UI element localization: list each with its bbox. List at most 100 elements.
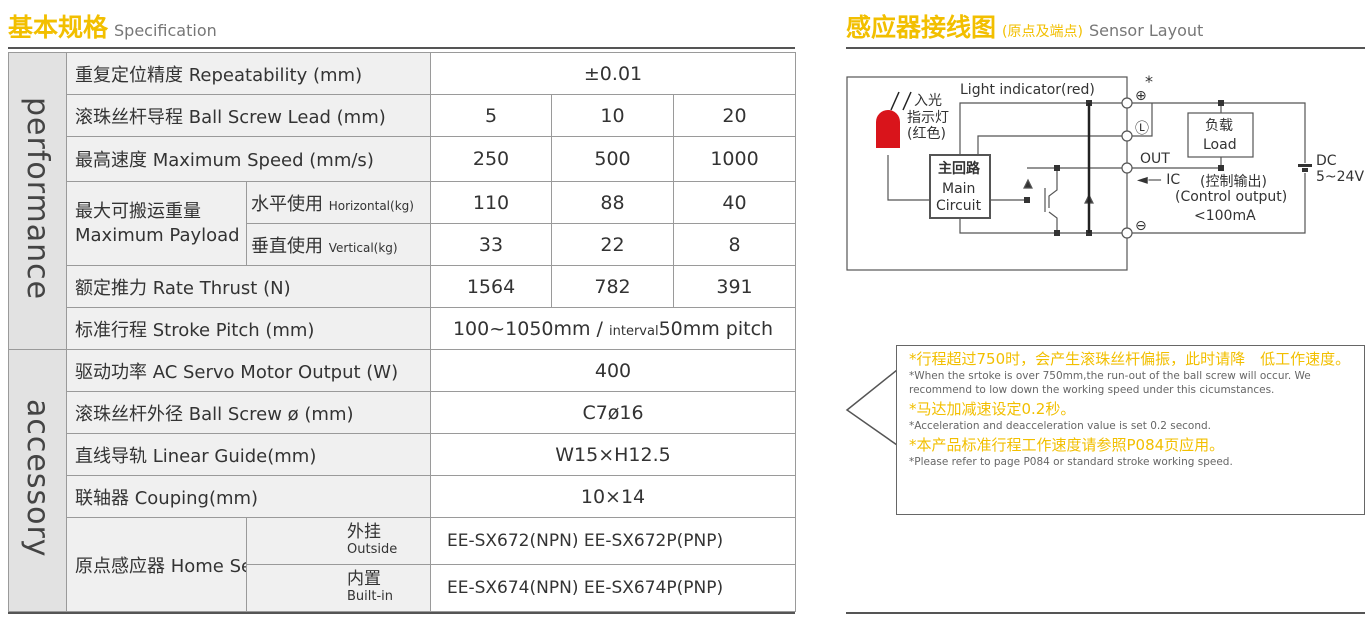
table-cell: 重复定位精度 Repeatability (mm) [66,52,431,95]
table-cell: 10×14 [429,475,797,518]
table-cell: 500 [551,136,674,182]
text-label: Load [1203,137,1237,153]
notes-box: *行程超过750时，会产生滚珠丝杆偏振，此时请降 低工作速度。 *When the… [896,345,1365,515]
red-indicator-light-icon [876,110,900,148]
callout-pointer [845,370,898,446]
text-label: *Please refer to page P084 or standard s… [909,456,1233,468]
text-label: Sensor Layout [1088,21,1204,40]
text-label: <100mA [1194,208,1256,224]
text-label: *马达加减速设定0.2秒。 [909,400,1076,418]
text-label: 外挂 [347,522,381,542]
table-cell: 驱动功率 AC Servo Motor Output (W) [66,349,431,392]
text-label: *行程超过750时，会产生滚珠丝杆偏振，此时请降 低工作速度。 [909,350,1351,368]
text-label: ⊖ [1135,218,1147,234]
layout-title: 感应器接线图 (原点及端点) Sensor Layout [846,8,1203,44]
table-cell: 88 [551,181,674,224]
text-label: 5~24V [1316,169,1365,185]
text-label: Main [942,181,976,197]
table-cell: 滚珠丝杆外径 Ball Screw ø (mm) [66,391,431,434]
text-label: Outside [347,542,398,557]
text-label: DC [1316,153,1337,169]
table-cell: 782 [551,265,674,308]
table-cell: 联轴器 Couping(mm) [66,475,431,518]
text-label: (控制输出) [1200,174,1267,190]
table-row: 标准行程 Stroke Pitch (mm)100~1050mm / inter… [9,307,797,350]
table-cell: 垂直使用 Vertical(kg) [246,223,431,266]
table-cell: 40 [672,181,797,224]
text-label: *Acceleration and deacceleration value i… [909,420,1212,432]
text-label: *When the srtoke is over 750mm,the run-o… [909,370,1311,396]
table-cell: 400 [429,349,797,392]
table-cell: 5 [430,94,552,137]
table-cell: 最高速度 Maximum Speed (mm/s) [66,136,431,182]
text-label: Specification [114,21,217,40]
table-row: 联轴器 Couping(mm)10×14 [9,475,797,518]
text-label: 主回路 [938,161,980,177]
text-label: (红色) [907,126,946,142]
table-row: 滚珠丝杆外径 Ball Screw ø (mm)C7ø16 [9,391,797,434]
table-cell: W15×H12.5 [429,433,797,476]
divider [8,612,795,614]
divider [8,47,795,49]
table-cell: C7ø16 [429,391,797,434]
table-row: 直线导轨 Linear Guide(mm)W15×H12.5 [9,433,797,476]
text-label: * [1145,72,1153,91]
table-row: 原点感应器 Home Sensor外挂OutsideEE-SX672(NPN) … [9,517,797,612]
text-label: ⊕ [1135,88,1147,104]
text-label: 指示灯 [907,110,949,126]
table-cell: 直线导轨 Linear Guide(mm) [66,433,431,476]
text-label: 内置 [347,569,381,589]
text-label: (Control output) [1175,189,1288,205]
text-label: Built-in [347,589,394,604]
text-label: 基本规格 [8,13,109,42]
category-performance: performance [8,52,67,350]
table-cell: 10 [551,94,674,137]
table-cell: 20 [672,94,797,137]
table-cell: 1564 [430,265,552,308]
text-label: Vertical(kg) [328,240,398,255]
sensor-wiring-diagram: Light indicator(red) * ⊕ Ⓛ ⊖ 入光 指示灯 (红色)… [845,60,1365,280]
text-label: 100~1050mm / [452,317,603,340]
table-cell: ±0.01 [429,52,797,95]
text-label: 垂直使用 [251,235,323,257]
spec-title: 基本规格 Specification [8,8,217,44]
table-cell: 1000 [672,136,797,182]
text-label: ◄— IC [1137,172,1181,188]
table-cell: 滚珠丝杆导程 Ball Screw Lead (mm) [66,94,431,137]
table-cell: 原点感应器 Home Sensor [66,517,247,612]
spec-table: performance 重复定位精度 Repeatability (mm)±0.0… [8,52,797,612]
text-label: interval [609,323,659,339]
text-label: Circuit [936,198,982,214]
text-label: performance [20,96,55,301]
text-label: OUT [1140,151,1170,167]
text-label: 感应器接线图 [846,13,997,42]
text-label: 50mm pitch [658,317,774,340]
table-cell: 33 [430,223,552,266]
table-cell: 391 [672,265,797,308]
text-label: Horizontal(kg) [328,198,414,213]
category-accessory: accessory [8,349,67,612]
table-cell: EE-SX674(NPN) EE-SX674P(PNP) [429,564,797,612]
table-cell: EE-SX672(NPN) EE-SX672P(PNP) [429,517,797,565]
text-label: 水平使用 [251,193,323,215]
table-cell: 标准行程 Stroke Pitch (mm) [66,307,431,350]
text-label: Ⓛ [1135,121,1149,137]
table-cell: 110 [430,181,552,224]
table-row: performance 重复定位精度 Repeatability (mm)±0.0… [8,52,797,350]
text-label: *本产品标准行程工作速度请参照P084页应用。 [909,436,1225,454]
table-cell: 100~1050mm / interval50mm pitch [429,307,797,350]
divider [846,612,1365,614]
text-label: 最大可搬运重量 [75,200,201,222]
table-cell: 水平使用 Horizontal(kg) [246,181,431,224]
text-label: (原点及端点) [1002,24,1083,40]
